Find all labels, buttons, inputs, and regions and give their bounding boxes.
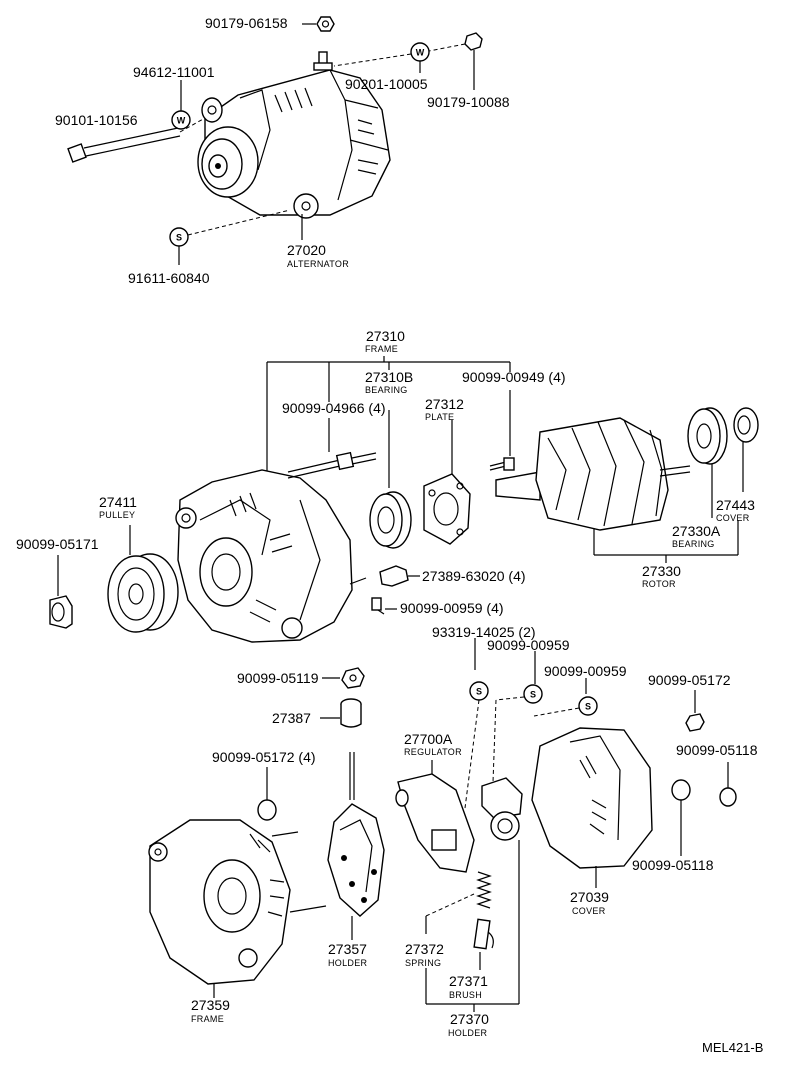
label-90099-05171: 90099-05171 [16, 536, 99, 552]
bearing-27330A [687, 407, 728, 465]
nut-90099-05119 [322, 667, 365, 689]
label-27411: 27411 [99, 494, 137, 510]
spring-washer-icon: S [169, 227, 189, 247]
nut-90099-05118 [719, 762, 737, 807]
cover-27443 [733, 407, 759, 492]
label-27371: 27371 [449, 973, 488, 989]
label-27310: 27310 [366, 328, 405, 344]
screw-90099-00949 [489, 457, 515, 471]
label-27372: 27372 [405, 941, 444, 957]
label-90099-05172-4: 90099-05172 (4) [212, 749, 316, 765]
label-94612-11001: 94612-11001 [133, 64, 215, 80]
label-90179-06158: 90179-06158 [205, 15, 288, 31]
label-27312: 27312 [425, 396, 464, 412]
alternator-assembly [197, 51, 391, 219]
nut-90099-05172-4 [257, 767, 277, 821]
label-90179-10088: 90179-10088 [427, 94, 510, 110]
label-spring: SPRING [405, 958, 441, 968]
label-27370: 27370 [450, 1011, 489, 1027]
label-27330A: 27330A [672, 523, 721, 539]
label-90099-00959-4: 90099-00959 (4) [400, 600, 504, 616]
bracket-27370 [425, 840, 520, 1012]
label-90099-00959-b: 90099-00959 [487, 637, 570, 653]
spring-washer-icon: S [578, 696, 598, 716]
svg-text:S: S [530, 690, 536, 700]
label-91611-60840: 91611-60840 [128, 270, 210, 286]
svg-text:W: W [416, 48, 425, 58]
label-frame: FRAME [365, 344, 398, 354]
nut-90099-05118 [671, 779, 691, 856]
label-pulley: PULLEY [99, 510, 135, 520]
drive-end-frame [175, 469, 367, 643]
svg-text:S: S [176, 233, 182, 243]
label-regulator: REGULATOR [404, 747, 462, 757]
label-plate: PLATE [425, 412, 454, 422]
label-93319-14025: 93319-14025 (2) [432, 624, 536, 640]
rotor-27330 [495, 417, 691, 531]
label-27039: 27039 [570, 889, 609, 905]
label-27330: 27330 [642, 563, 681, 579]
bracket-lower [474, 638, 587, 694]
label-27443: 27443 [716, 497, 755, 513]
rectifier-holder-27357 [327, 752, 385, 940]
label-holder-27357: HOLDER [328, 958, 368, 968]
label-27700A: 27700A [404, 731, 453, 747]
bolt-90099-04966 [287, 451, 377, 479]
spring-washer-icon: S [469, 681, 489, 701]
label-brush: BRUSH [449, 990, 482, 1000]
washer-icon: W [410, 42, 430, 62]
label-bearing-27330A: BEARING [672, 539, 715, 549]
spring-washer-icon: S [523, 684, 543, 704]
label-90099-04966: 90099-04966 (4) [282, 400, 386, 416]
label-cover: COVER [716, 513, 750, 523]
svg-text:S: S [476, 687, 482, 697]
label-90099-05118-a: 90099-05118 [676, 742, 758, 758]
label-bearing: BEARING [365, 385, 408, 395]
screw-90099-00959 [371, 597, 397, 615]
svg-text:S: S [585, 702, 591, 712]
label-cover-27039: COVER [572, 906, 606, 916]
label-90201-10005: 90201-10005 [345, 76, 428, 92]
end-frame-27359 [148, 819, 327, 998]
regulator-27700A [395, 760, 475, 873]
washer-symbol: W [177, 116, 186, 126]
plate-27312 [423, 420, 471, 545]
nut-90179-10088 [428, 32, 483, 90]
nut-90179-06158 [302, 16, 335, 32]
label-90099-05172: 90099-05172 [648, 672, 731, 688]
label-90099-05119: 90099-05119 [237, 670, 319, 686]
bolt-90101-10156 [67, 117, 206, 163]
label-27310B: 27310B [365, 369, 413, 385]
label-27357: 27357 [328, 941, 367, 957]
label-90099-05118-b: 90099-05118 [632, 857, 714, 873]
diagram-code: MEL421-B [702, 1040, 763, 1055]
label-90099-00959-c: 90099-00959 [544, 663, 627, 679]
bracket-27310 [266, 356, 511, 488]
label-holder-27370: HOLDER [448, 1028, 488, 1038]
bushing-27387 [320, 698, 362, 728]
label-27387: 27387 [272, 710, 311, 726]
bracket-27330 [593, 464, 739, 563]
label-27020: 27020 [287, 242, 326, 258]
label-90101-10156: 90101-10156 [55, 112, 138, 128]
nut-90099-05171 [49, 555, 73, 629]
washer-icon: W [171, 110, 191, 130]
insulator-27389 [379, 565, 420, 587]
nut-90099-05172 [685, 690, 705, 732]
label-27389-63020: 27389-63020 (4) [422, 568, 526, 584]
label-frame-27359: FRAME [191, 1014, 224, 1024]
label-alternator: ALTERNATOR [287, 259, 349, 269]
label-rotor: ROTOR [642, 579, 676, 589]
bearing-27310B [369, 491, 412, 549]
rear-cover-27039 [531, 727, 653, 888]
label-27359: 27359 [191, 997, 230, 1013]
spring-27372 [476, 871, 492, 909]
pulley-27411 [107, 525, 179, 633]
label-90099-00949: 90099-00949 (4) [462, 369, 566, 385]
brush-27371 [473, 918, 494, 950]
brush-holder-piece [481, 777, 523, 841]
